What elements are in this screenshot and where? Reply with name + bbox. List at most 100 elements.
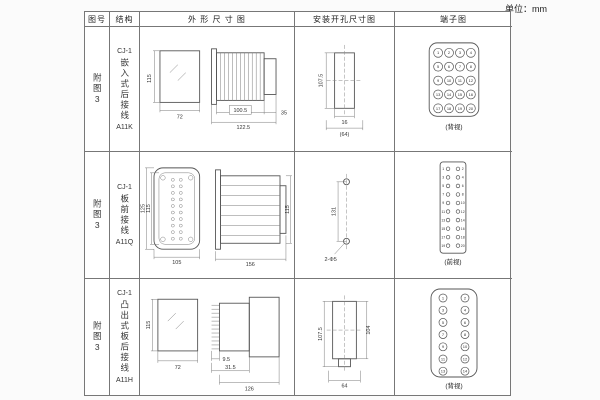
contact-dot bbox=[171, 217, 175, 221]
contact-dot bbox=[179, 197, 183, 202]
col-header-structure: 结构 bbox=[110, 12, 140, 27]
terminal-pin bbox=[455, 89, 465, 100]
terminal-number: 20 bbox=[461, 244, 465, 248]
side-view bbox=[215, 169, 287, 250]
contact-dots bbox=[171, 178, 183, 241]
terminal-pin bbox=[455, 200, 461, 206]
structure-type-label: 嵌入式后接线 bbox=[119, 57, 130, 121]
terminal-pin bbox=[455, 243, 461, 248]
terminal-pin bbox=[466, 103, 476, 114]
side-view bbox=[211, 48, 277, 105]
terminal-pin bbox=[455, 209, 461, 214]
front-view bbox=[157, 298, 199, 352]
contact-dot bbox=[171, 184, 175, 189]
terminal-number: 5 bbox=[437, 64, 440, 69]
terminal-pin bbox=[455, 175, 461, 180]
terminal-number: 18 bbox=[461, 235, 465, 239]
terminal-pin bbox=[438, 330, 448, 339]
terminal-pin bbox=[455, 61, 465, 72]
terminal-pin bbox=[455, 183, 461, 189]
dim-hole-size: 2-Φ5 bbox=[325, 257, 337, 263]
terminal-number: 5 bbox=[442, 320, 445, 325]
terminal-pin bbox=[460, 305, 470, 315]
unit-label: 单位：mm bbox=[505, 4, 547, 14]
terminal-pin bbox=[455, 234, 461, 240]
dim-height: 115 bbox=[147, 74, 153, 83]
contact-dot bbox=[171, 204, 175, 208]
terminal-number: 2 bbox=[448, 50, 450, 55]
terminal-pin bbox=[444, 75, 454, 86]
dim-inner-height: 115 bbox=[146, 204, 152, 213]
terminal-pin bbox=[460, 318, 470, 327]
view-label: (背视) bbox=[445, 381, 462, 390]
terminal-number: 10 bbox=[447, 78, 452, 83]
col-header-install: 安装开孔尺寸图 bbox=[295, 12, 395, 27]
contact-dot bbox=[171, 178, 175, 182]
dim-total-depth: 126 bbox=[245, 387, 254, 393]
terminal-number: 13 bbox=[441, 218, 445, 222]
dim-inner-height: 104 bbox=[366, 326, 372, 335]
dim-width: 72 bbox=[177, 114, 183, 120]
terminal-number: 8 bbox=[470, 64, 473, 69]
contact-dot bbox=[179, 204, 183, 208]
spec-table: 图号 结构 外 形 尺 寸 图 安装开孔尺寸图 端子图 附图3 CJ-1 嵌入式… bbox=[84, 11, 512, 396]
terminal-pin bbox=[444, 89, 454, 100]
terminal-number: 3 bbox=[459, 50, 462, 55]
terminal-number: 4 bbox=[462, 176, 464, 180]
install-drawing-a11k: 107.5 16 (64) bbox=[319, 44, 364, 138]
fig-no-row2: 附图3 bbox=[85, 152, 110, 279]
contact-dot bbox=[171, 230, 175, 234]
terminal-pin bbox=[438, 366, 448, 376]
terminal-pin bbox=[460, 330, 470, 339]
terminal-number: 1 bbox=[442, 295, 445, 300]
terminal-number: 2 bbox=[462, 167, 464, 171]
side-view bbox=[219, 296, 280, 358]
install-cell-row3: 107.5 104 64 bbox=[295, 279, 395, 395]
dim-width: 72 bbox=[175, 365, 181, 371]
dim-height: 115 bbox=[146, 321, 152, 330]
structure-row2: CJ-1 板前接线 A11Q bbox=[110, 152, 140, 279]
terminal-pin bbox=[444, 47, 454, 58]
terminal-number: 10 bbox=[463, 344, 468, 349]
dim-cutout-span: (64) bbox=[340, 132, 350, 138]
terminal-number: 19 bbox=[441, 244, 445, 248]
terminal-number: 12 bbox=[463, 356, 468, 361]
terminal-pin bbox=[445, 166, 451, 171]
terminal-pin bbox=[438, 305, 448, 315]
outline-cell-row1: 115 72 100.5 35 122.5 bbox=[140, 27, 295, 152]
terminal-pin bbox=[460, 293, 470, 303]
fig-no-text: 附图3 bbox=[92, 72, 103, 106]
contact-dot bbox=[171, 236, 175, 241]
terminal-number: 9 bbox=[442, 344, 445, 349]
terminal-number: 8 bbox=[462, 193, 464, 197]
terminal-pin bbox=[455, 47, 465, 58]
install-drawing-a11h: 107.5 104 64 bbox=[318, 295, 372, 389]
contact-dot bbox=[179, 236, 183, 241]
install-cell-row1: 107.5 16 (64) bbox=[295, 27, 395, 152]
terminal-pin bbox=[466, 47, 476, 58]
terminal-number: 1 bbox=[437, 50, 439, 55]
install-drawing-a11q: 131 2-Φ5 bbox=[325, 173, 350, 263]
dim-cutout-width: 16 bbox=[341, 120, 347, 126]
terminal-number: 15 bbox=[458, 92, 463, 97]
terminal-number: 9 bbox=[437, 78, 440, 83]
terminal-number: 11 bbox=[458, 78, 462, 83]
terminal-number: 9 bbox=[442, 201, 444, 205]
terminal-number: 8 bbox=[464, 332, 467, 337]
terminal-number: 15 bbox=[441, 227, 445, 231]
terminal-pin bbox=[445, 217, 451, 223]
dim-depth1: 100.5 bbox=[234, 108, 248, 114]
col-header-fig: 图号 bbox=[85, 12, 110, 27]
dim-pin-length: 9.5 bbox=[222, 357, 230, 363]
code-label: A11H bbox=[116, 376, 133, 384]
terminal-number: 7 bbox=[442, 193, 444, 197]
terminal-pin bbox=[460, 354, 470, 364]
code-label: A11Q bbox=[115, 239, 134, 246]
model-label: CJ-1 bbox=[117, 47, 132, 55]
contact-dot bbox=[179, 191, 183, 195]
